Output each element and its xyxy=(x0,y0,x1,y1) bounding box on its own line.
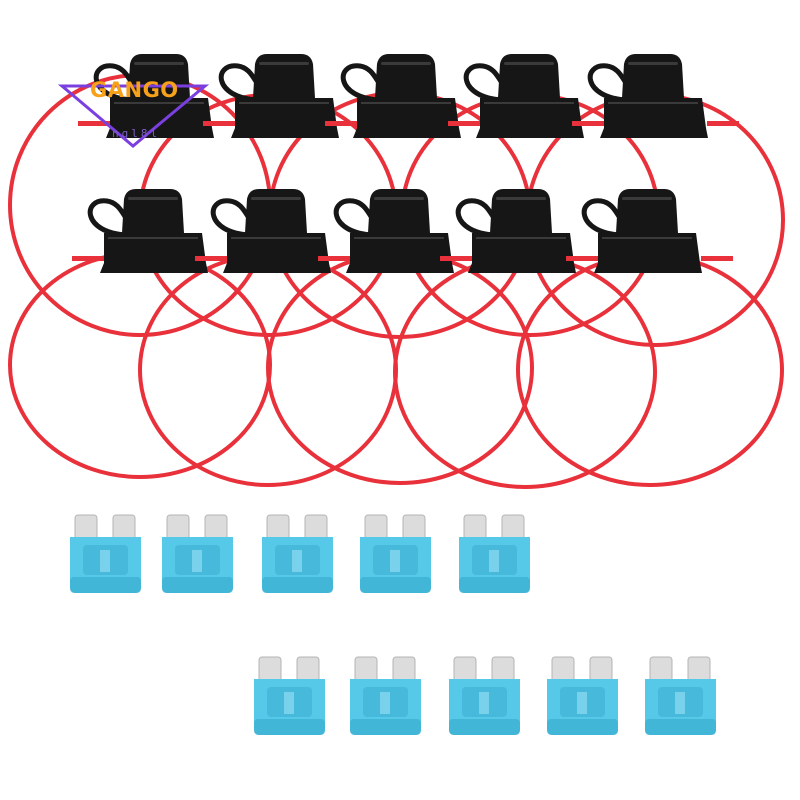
wire-loop-10 xyxy=(516,253,784,487)
holder-cap-highlight xyxy=(381,62,431,65)
holder-cap xyxy=(368,189,430,233)
fuse-holder-2 xyxy=(203,54,370,138)
fuse-holder-7 xyxy=(195,189,362,273)
holder-cap xyxy=(122,189,184,233)
holder-wire-left xyxy=(72,256,104,261)
holder-body xyxy=(346,233,454,273)
fuse-base xyxy=(459,577,530,593)
fuse-holder-10 xyxy=(566,189,733,273)
holder-cap-highlight xyxy=(251,197,301,200)
fuse-holder-5 xyxy=(572,54,739,138)
holder-cap-highlight xyxy=(622,197,672,200)
holder-body xyxy=(468,233,576,273)
watermark-brand: GANGO xyxy=(90,78,179,102)
holder-wire-left xyxy=(78,121,110,126)
fuse-holder-8 xyxy=(318,189,485,273)
wire-loop-8 xyxy=(266,251,534,485)
blade-fuse-2 xyxy=(162,514,233,593)
fuse-element xyxy=(479,692,489,714)
holder-body-ridge xyxy=(239,102,329,104)
fuse-element xyxy=(390,550,400,572)
fuse-base xyxy=(350,719,421,735)
holder-body xyxy=(106,98,214,138)
blade-fuse-4 xyxy=(360,514,431,593)
holder-cap-highlight xyxy=(496,197,546,200)
fuse-base xyxy=(254,719,325,735)
fuse-element xyxy=(100,550,110,572)
holder-cap-highlight xyxy=(134,62,184,65)
blade-fuse-5 xyxy=(459,514,530,593)
holder-cap-highlight xyxy=(128,197,178,200)
holder-wire-left xyxy=(448,121,480,126)
fuse-base xyxy=(162,577,233,593)
blade-fuse-9 xyxy=(547,656,618,735)
holder-body-ridge xyxy=(361,102,451,104)
watermark-triangle-icon xyxy=(57,84,210,148)
fuse-base xyxy=(449,719,520,735)
fuse-base xyxy=(360,577,431,593)
fuse-element xyxy=(192,550,202,572)
watermark-logo xyxy=(57,84,210,148)
holder-wire-left xyxy=(566,256,598,261)
fuse-element xyxy=(292,550,302,572)
fuse-element xyxy=(284,692,294,714)
holder-wire-right xyxy=(701,256,733,261)
holder-wire-left xyxy=(572,121,604,126)
fuse-base xyxy=(547,719,618,735)
holder-cap-highlight xyxy=(628,62,678,65)
fuse-base xyxy=(262,577,333,593)
holder-body-ridge xyxy=(114,102,204,104)
holder-cap-highlight xyxy=(504,62,554,65)
fuse-element xyxy=(675,692,685,714)
fuse-holders xyxy=(72,54,739,273)
holder-wire-left xyxy=(195,256,227,261)
fuse-element xyxy=(489,550,499,572)
blade-fuse-7 xyxy=(350,656,421,735)
holder-cap xyxy=(498,54,560,98)
wire-loop-9 xyxy=(393,255,657,489)
holder-body-ridge xyxy=(231,237,321,239)
blade-fuse-8 xyxy=(449,656,520,735)
holder-wire-left xyxy=(325,121,357,126)
fuse-element xyxy=(380,692,390,714)
fuse-base xyxy=(645,719,716,735)
fuse-holder-3 xyxy=(325,54,492,138)
holder-body-ridge xyxy=(108,237,198,239)
fuse-element xyxy=(577,692,587,714)
holder-wire-left xyxy=(203,121,235,126)
fuse-holder-6 xyxy=(72,189,239,273)
blade-fuses xyxy=(70,514,716,735)
watermark-subtext: ngl8l xyxy=(112,127,161,140)
fuse-holder-9 xyxy=(440,189,607,273)
holder-cap xyxy=(375,54,437,98)
holder-cap xyxy=(245,189,307,233)
fuse-base xyxy=(70,577,141,593)
holder-cap-highlight xyxy=(259,62,309,65)
holder-body-ridge xyxy=(608,102,698,104)
holder-cap-highlight xyxy=(374,197,424,200)
holder-body xyxy=(476,98,584,138)
holder-body xyxy=(231,98,339,138)
holder-body xyxy=(600,98,708,138)
holder-body xyxy=(353,98,461,138)
holder-body-ridge xyxy=(602,237,692,239)
holder-wire-left xyxy=(440,256,472,261)
holder-body xyxy=(223,233,331,273)
holder-body-ridge xyxy=(476,237,566,239)
holder-body-ridge xyxy=(484,102,574,104)
blade-fuse-3 xyxy=(262,514,333,593)
holder-wire-right xyxy=(707,121,739,126)
holder-body xyxy=(100,233,208,273)
blade-fuse-10 xyxy=(645,656,716,735)
holder-cap xyxy=(490,189,552,233)
holder-body xyxy=(594,233,702,273)
holder-cap xyxy=(253,54,315,98)
blade-fuse-1 xyxy=(70,514,141,593)
holder-wire-left xyxy=(318,256,350,261)
blade-fuse-6 xyxy=(254,656,325,735)
holder-cap xyxy=(616,189,678,233)
holder-body-ridge xyxy=(354,237,444,239)
holder-cap xyxy=(622,54,684,98)
